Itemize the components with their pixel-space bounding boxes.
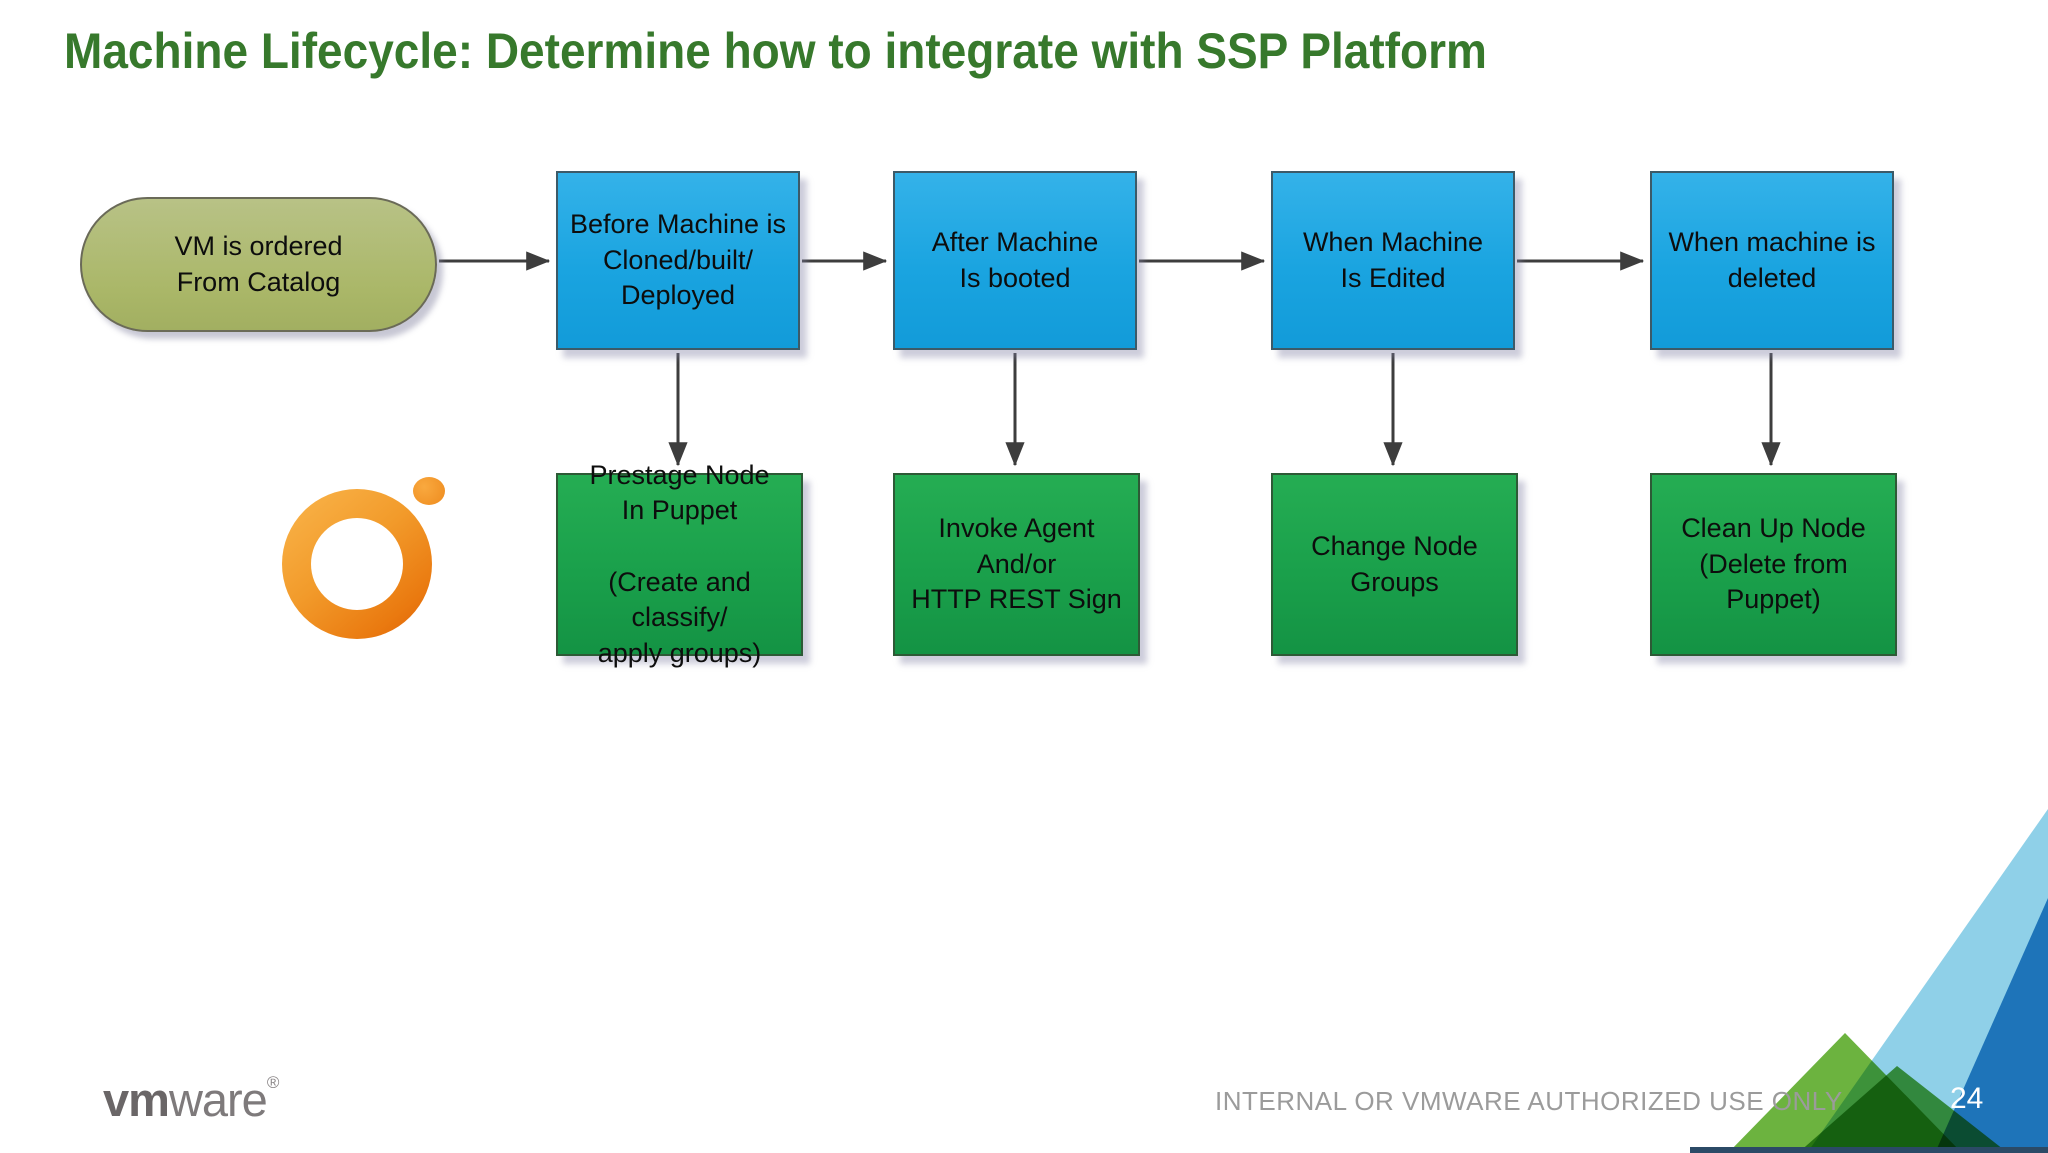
trigger-box-after-boot: After Machine Is booted	[893, 171, 1137, 350]
puppet-ring-icon	[282, 489, 432, 639]
registered-mark-icon: ®	[266, 1073, 279, 1092]
action-label: Clean Up Node (Delete from Puppet)	[1681, 513, 1866, 615]
action-box-invoke-agent: Invoke Agent And/or HTTP REST Sign	[893, 473, 1140, 656]
classification-text: INTERNAL OR VMWARE AUTHORIZED USE ONLY	[1215, 1086, 1843, 1116]
trigger-label: Before Machine is Cloned/built/ Deployed	[569, 209, 787, 311]
page-number: 24	[1950, 1082, 1984, 1115]
trigger-label: When Machine Is Edited	[1302, 226, 1484, 293]
trigger-box-before-clone: Before Machine is Cloned/built/ Deployed	[556, 171, 800, 350]
slide-title: Machine Lifecycle: Determine how to inte…	[64, 23, 1487, 79]
action-box-prestage-node: Prestage Node In Puppet (Create and clas…	[556, 460, 803, 668]
action-label: Prestage Node In Puppet (Create and clas…	[589, 459, 770, 668]
trigger-box-when-edited: When Machine Is Edited	[1271, 171, 1515, 350]
action-box-change-node-groups: Change Node Groups	[1271, 473, 1518, 656]
trigger-label: When machine is deleted	[1668, 226, 1876, 293]
bottom-edge-bar	[1690, 1147, 2048, 1153]
start-node-vm-ordered: VM is ordered From Catalog	[80, 197, 437, 332]
vmware-logo: vmware®	[103, 1072, 279, 1127]
start-node-label: VM is ordered From Catalog	[174, 230, 343, 297]
vmware-logo-bold-part: vm	[103, 1073, 170, 1126]
action-box-clean-up-node: Clean Up Node (Delete from Puppet)	[1650, 473, 1897, 656]
action-label: Change Node Groups	[1311, 530, 1478, 597]
action-label: Invoke Agent And/or HTTP REST Sign	[911, 513, 1122, 615]
trigger-label: After Machine Is booted	[931, 226, 1099, 293]
puppet-dot-icon	[413, 477, 445, 505]
vmware-logo-light-part: ware	[168, 1073, 268, 1126]
trigger-box-when-deleted: When machine is deleted	[1650, 171, 1894, 350]
